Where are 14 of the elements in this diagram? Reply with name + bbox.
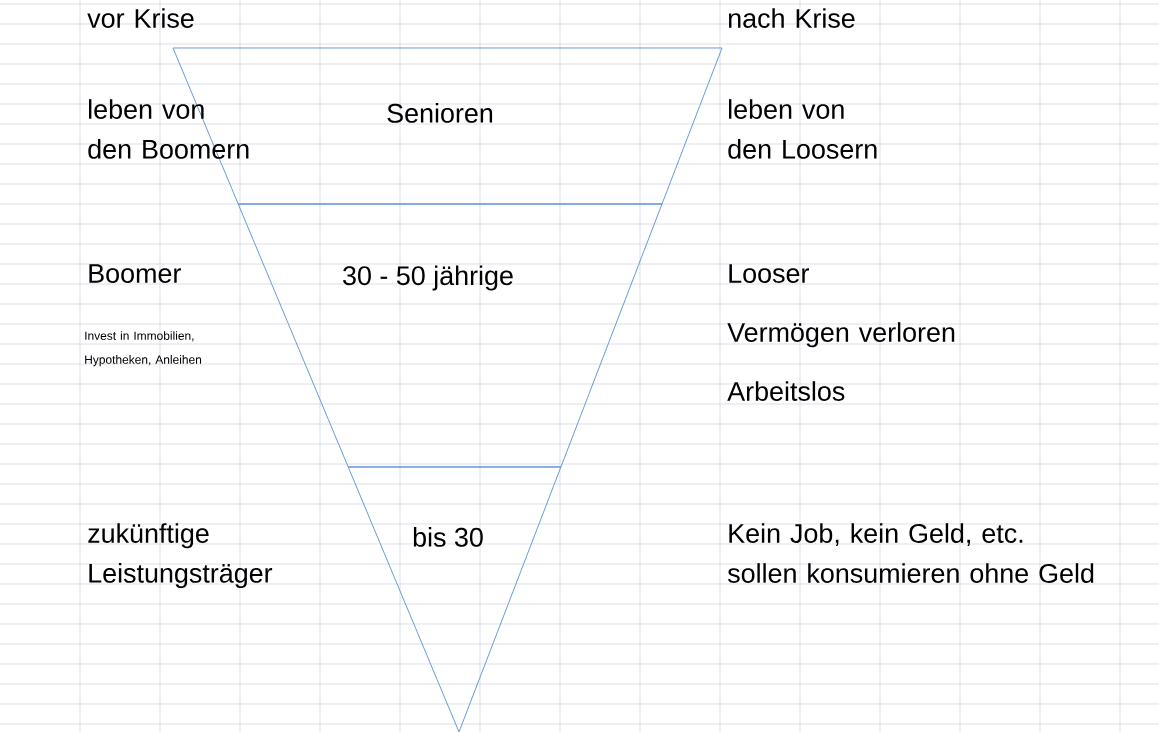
row-label: vor Krise [87,8,194,28]
row-label: nach Krise [729,8,855,28]
row-label: Kein Job, kein Geld, etc. [729,523,1023,547]
row-label: Vermögen verloren [727,322,955,348]
triangle-band: bis 30 [347,466,562,732]
row-label: leben von den Loosern [728,99,877,159]
row-label: leben von den Boomern [88,99,249,159]
triangle-band: 30 - 50 jährige [237,203,663,468]
row-label: Boomer [89,264,181,283]
row-label: Arbeitslos [727,381,845,401]
row-label: Invest in Immobilien, Hypotheken, Anleihen [85,331,202,367]
row-label: Looser [729,264,809,283]
row-label: sollen konsumieren ohne Geld [727,563,1094,583]
row-label: zukünftige Leistungsträger [88,523,273,589]
